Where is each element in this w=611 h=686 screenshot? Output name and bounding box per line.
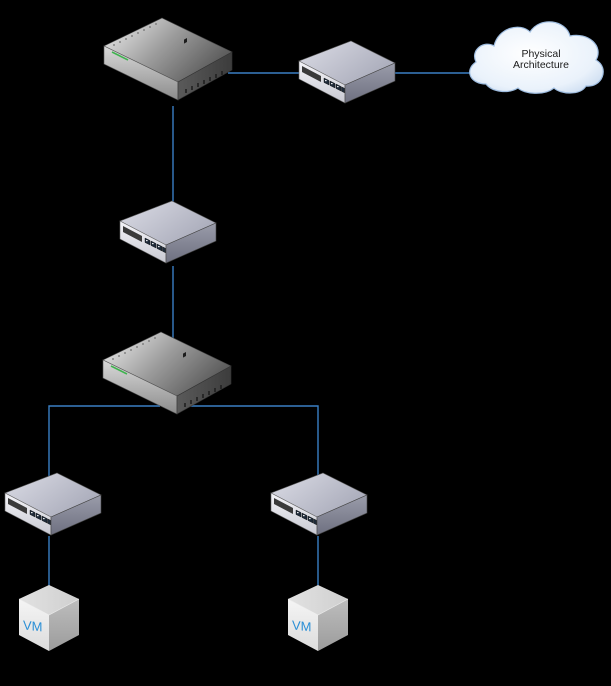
vm-left-label: VM (23, 617, 42, 634)
vm-right-icon: VM (287, 584, 349, 652)
vm-right-label: VM (292, 617, 311, 634)
access-switch-left (4, 472, 102, 536)
access-switch-right (270, 472, 368, 536)
connection-lines (48, 72, 472, 590)
link-core2-right (190, 405, 319, 478)
cloud-label-line1: Physical (521, 48, 560, 60)
cloud-label-line2: Architecture (513, 59, 569, 71)
core-switch-top (103, 17, 233, 101)
core-switch-middle (102, 331, 232, 415)
edge-switch (298, 40, 396, 104)
access-switch-middle (119, 200, 217, 264)
cloud-icon: Physical Architecture (469, 21, 604, 94)
link-core2-left (48, 405, 160, 478)
vm-left-icon: VM (18, 584, 80, 652)
